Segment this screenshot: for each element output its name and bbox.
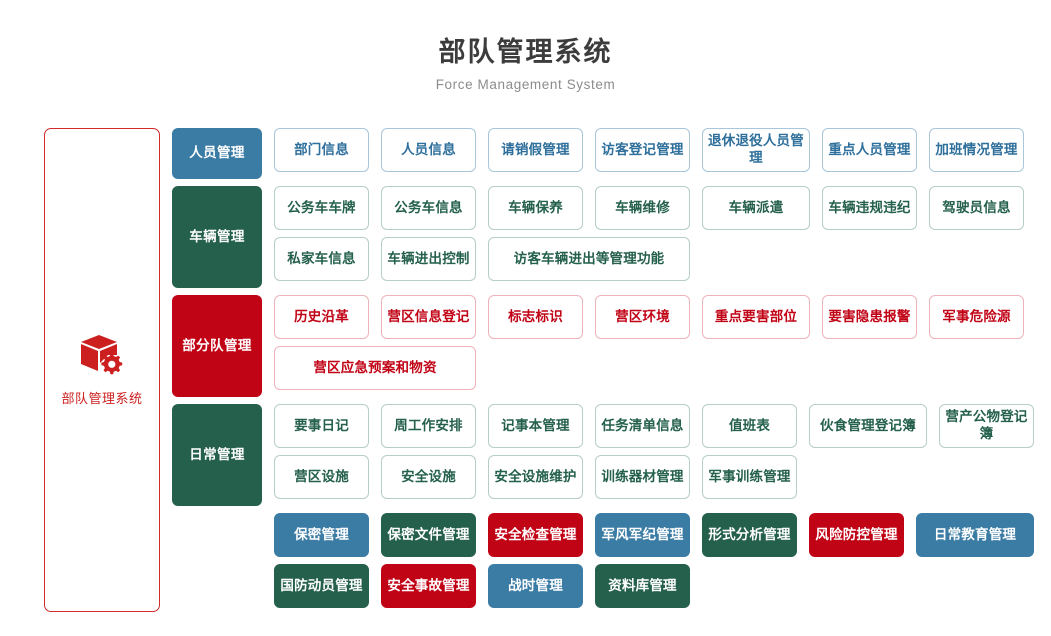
- group-label-vehicle[interactable]: 车辆管理: [172, 186, 262, 288]
- group-label-personnel[interactable]: 人员管理: [172, 128, 262, 179]
- module-tile[interactable]: 任务清单信息: [595, 404, 690, 448]
- module-tile[interactable]: 营区环境: [595, 295, 690, 339]
- module-tile[interactable]: 车辆维修: [595, 186, 690, 230]
- module-tile[interactable]: 私家车信息: [274, 237, 369, 281]
- module-tile-solid[interactable]: 日常教育管理: [916, 513, 1034, 557]
- module-tile[interactable]: 安全设施维护: [488, 455, 583, 499]
- module-tile[interactable]: 人员信息: [381, 128, 476, 172]
- content-area: 部队管理系统 人员管理 部门信息 人员信息 请销假管理 访客登记管理 退休退役人…: [0, 128, 1051, 615]
- module-band-solid: 保密管理 保密文件管理 安全检查管理 军风军纪管理 形式分析管理 风险防控管理 …: [274, 513, 1047, 615]
- module-tile-solid[interactable]: 资料库管理: [595, 564, 690, 608]
- module-tile[interactable]: 历史沿革: [274, 295, 369, 339]
- module-tile[interactable]: 驾驶员信息: [929, 186, 1024, 230]
- module-tile[interactable]: 营区应急预案和物资: [274, 346, 476, 390]
- module-group-subunit: 部分队管理 历史沿革 营区信息登记 标志标识 营区环境 重点要害部位 要害隐患报…: [172, 295, 1047, 397]
- module-tile[interactable]: 加班情况管理: [929, 128, 1024, 172]
- module-tile-solid[interactable]: 安全检查管理: [488, 513, 583, 557]
- module-tile[interactable]: 访客登记管理: [595, 128, 690, 172]
- module-tile[interactable]: 伙食管理登记簿: [809, 404, 927, 448]
- module-tile[interactable]: 访客车辆进出等管理功能: [488, 237, 690, 281]
- module-tile-solid[interactable]: 保密管理: [274, 513, 369, 557]
- module-tile[interactable]: 标志标识: [488, 295, 583, 339]
- module-tile[interactable]: 记事本管理: [488, 404, 583, 448]
- group-cells-daily: 要事日记 周工作安排 记事本管理 任务清单信息 值班表 伙食管理登记簿 营产公物…: [274, 404, 1047, 506]
- module-tile[interactable]: 车辆派遣: [702, 186, 810, 230]
- module-tile[interactable]: 重点要害部位: [702, 295, 810, 339]
- module-tile[interactable]: 公务车车牌: [274, 186, 369, 230]
- cube-gear-icon: [79, 333, 125, 382]
- module-tile-solid[interactable]: 战时管理: [488, 564, 583, 608]
- module-tile-solid[interactable]: 形式分析管理: [702, 513, 797, 557]
- module-tile[interactable]: 安全设施: [381, 455, 476, 499]
- module-tile-solid[interactable]: 安全事故管理: [381, 564, 476, 608]
- module-tile[interactable]: 军事危险源: [929, 295, 1024, 339]
- module-tile[interactable]: 值班表: [702, 404, 797, 448]
- group-cells-vehicle: 公务车车牌 公务车信息 车辆保养 车辆维修 车辆派遣 车辆违规违纪 驾驶员信息 …: [274, 186, 1047, 288]
- module-tile[interactable]: 车辆违规违纪: [822, 186, 917, 230]
- module-grid: 人员管理 部门信息 人员信息 请销假管理 访客登记管理 退休退役人员管理 重点人…: [172, 128, 1047, 615]
- page-subtitle: Force Management System: [435, 76, 616, 92]
- module-tile[interactable]: 请销假管理: [488, 128, 583, 172]
- module-tile[interactable]: 营区设施: [274, 455, 369, 499]
- module-tile-solid[interactable]: 风险防控管理: [809, 513, 904, 557]
- module-tile[interactable]: 车辆进出控制: [381, 237, 476, 281]
- sidebar-system-card[interactable]: 部队管理系统: [44, 128, 160, 612]
- module-group-daily: 日常管理 要事日记 周工作安排 记事本管理 任务清单信息 值班表 伙食管理登记簿…: [172, 404, 1047, 506]
- group-label-subunit[interactable]: 部分队管理: [172, 295, 262, 397]
- module-tile[interactable]: 训练器材管理: [595, 455, 690, 499]
- group-cells-subunit: 历史沿革 营区信息登记 标志标识 营区环境 重点要害部位 要害隐患报警 军事危险…: [274, 295, 1047, 397]
- module-tile[interactable]: 营区信息登记: [381, 295, 476, 339]
- module-tile[interactable]: 军事训练管理: [702, 455, 797, 499]
- module-tile-solid[interactable]: 国防动员管理: [274, 564, 369, 608]
- group-cells-personnel: 部门信息 人员信息 请销假管理 访客登记管理 退休退役人员管理 重点人员管理 加…: [274, 128, 1047, 179]
- module-tile-solid[interactable]: 保密文件管理: [381, 513, 476, 557]
- module-group-personnel: 人员管理 部门信息 人员信息 请销假管理 访客登记管理 退休退役人员管理 重点人…: [172, 128, 1047, 179]
- page-title: 部队管理系统: [438, 37, 613, 67]
- module-tile[interactable]: 要事日记: [274, 404, 369, 448]
- page-header: 部队管理系统 Force Management System: [0, 0, 1051, 93]
- module-tile-solid[interactable]: 军风军纪管理: [595, 513, 690, 557]
- module-tile[interactable]: 营产公物登记簿: [939, 404, 1034, 448]
- module-tile[interactable]: 公务车信息: [381, 186, 476, 230]
- module-tile[interactable]: 重点人员管理: [822, 128, 917, 172]
- module-group-vehicle: 车辆管理 公务车车牌 公务车信息 车辆保养 车辆维修 车辆派遣 车辆违规违纪 驾…: [172, 186, 1047, 288]
- group-label-daily[interactable]: 日常管理: [172, 404, 262, 506]
- module-tile[interactable]: 要害隐患报警: [822, 295, 917, 339]
- module-tile[interactable]: 退休退役人员管理: [702, 128, 810, 172]
- module-tile[interactable]: 部门信息: [274, 128, 369, 172]
- sidebar-system-label: 部队管理系统: [61, 391, 143, 407]
- module-tile[interactable]: 车辆保养: [488, 186, 583, 230]
- module-tile[interactable]: 周工作安排: [381, 404, 476, 448]
